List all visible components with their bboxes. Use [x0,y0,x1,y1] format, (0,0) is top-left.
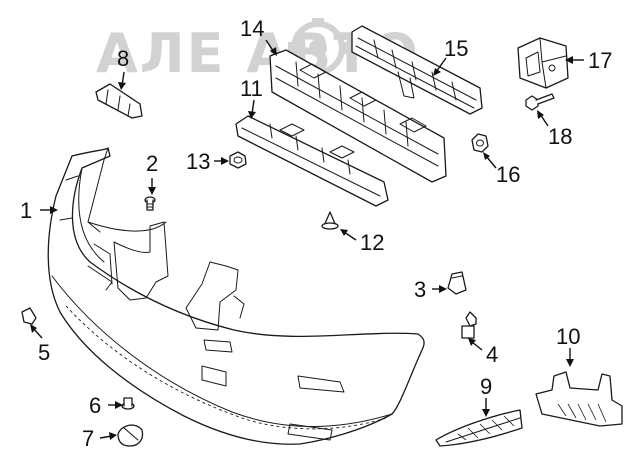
part-side-bracket [95,83,143,119]
callout-14: 14 [240,16,264,41]
part-reinforcement-beam [351,25,483,115]
callout-13: 13 [186,149,210,174]
part-nut [229,151,247,169]
callout-10: 10 [556,324,580,349]
part-lower-bracket [535,371,623,427]
callout-3: 3 [414,277,426,302]
part-cap-clip [117,424,144,447]
callout-15: 15 [444,36,468,61]
callout-5: 5 [38,340,50,365]
callout-12: 12 [360,230,384,255]
callout-6: 6 [89,393,101,418]
part-retainer-clip [21,307,37,325]
part-clip [321,211,339,230]
callout-17: 17 [588,48,612,73]
part-lower-absorber [235,115,389,207]
callout-4: 4 [486,342,498,367]
callout-11: 11 [240,76,263,101]
part-mount-bracket [517,37,569,89]
callout-7: 7 [82,426,94,451]
part-lower-grille [435,409,523,447]
part-flange-nut [471,133,489,153]
part-push-clip [447,271,467,295]
leader-lines [30,39,584,440]
part-bolt [525,93,555,111]
callout-9: 9 [480,374,492,399]
part-bumper-cover [47,147,425,445]
callout-2: 2 [146,151,158,176]
callout-16: 16 [496,162,520,187]
callout-18: 18 [548,124,572,149]
callout-8: 8 [117,46,129,71]
part-energy-absorber [269,49,447,183]
callout-1: 1 [20,198,32,223]
part-hex-bolt [461,311,477,339]
part-small-screw [121,397,135,410]
part-screw [144,196,156,211]
